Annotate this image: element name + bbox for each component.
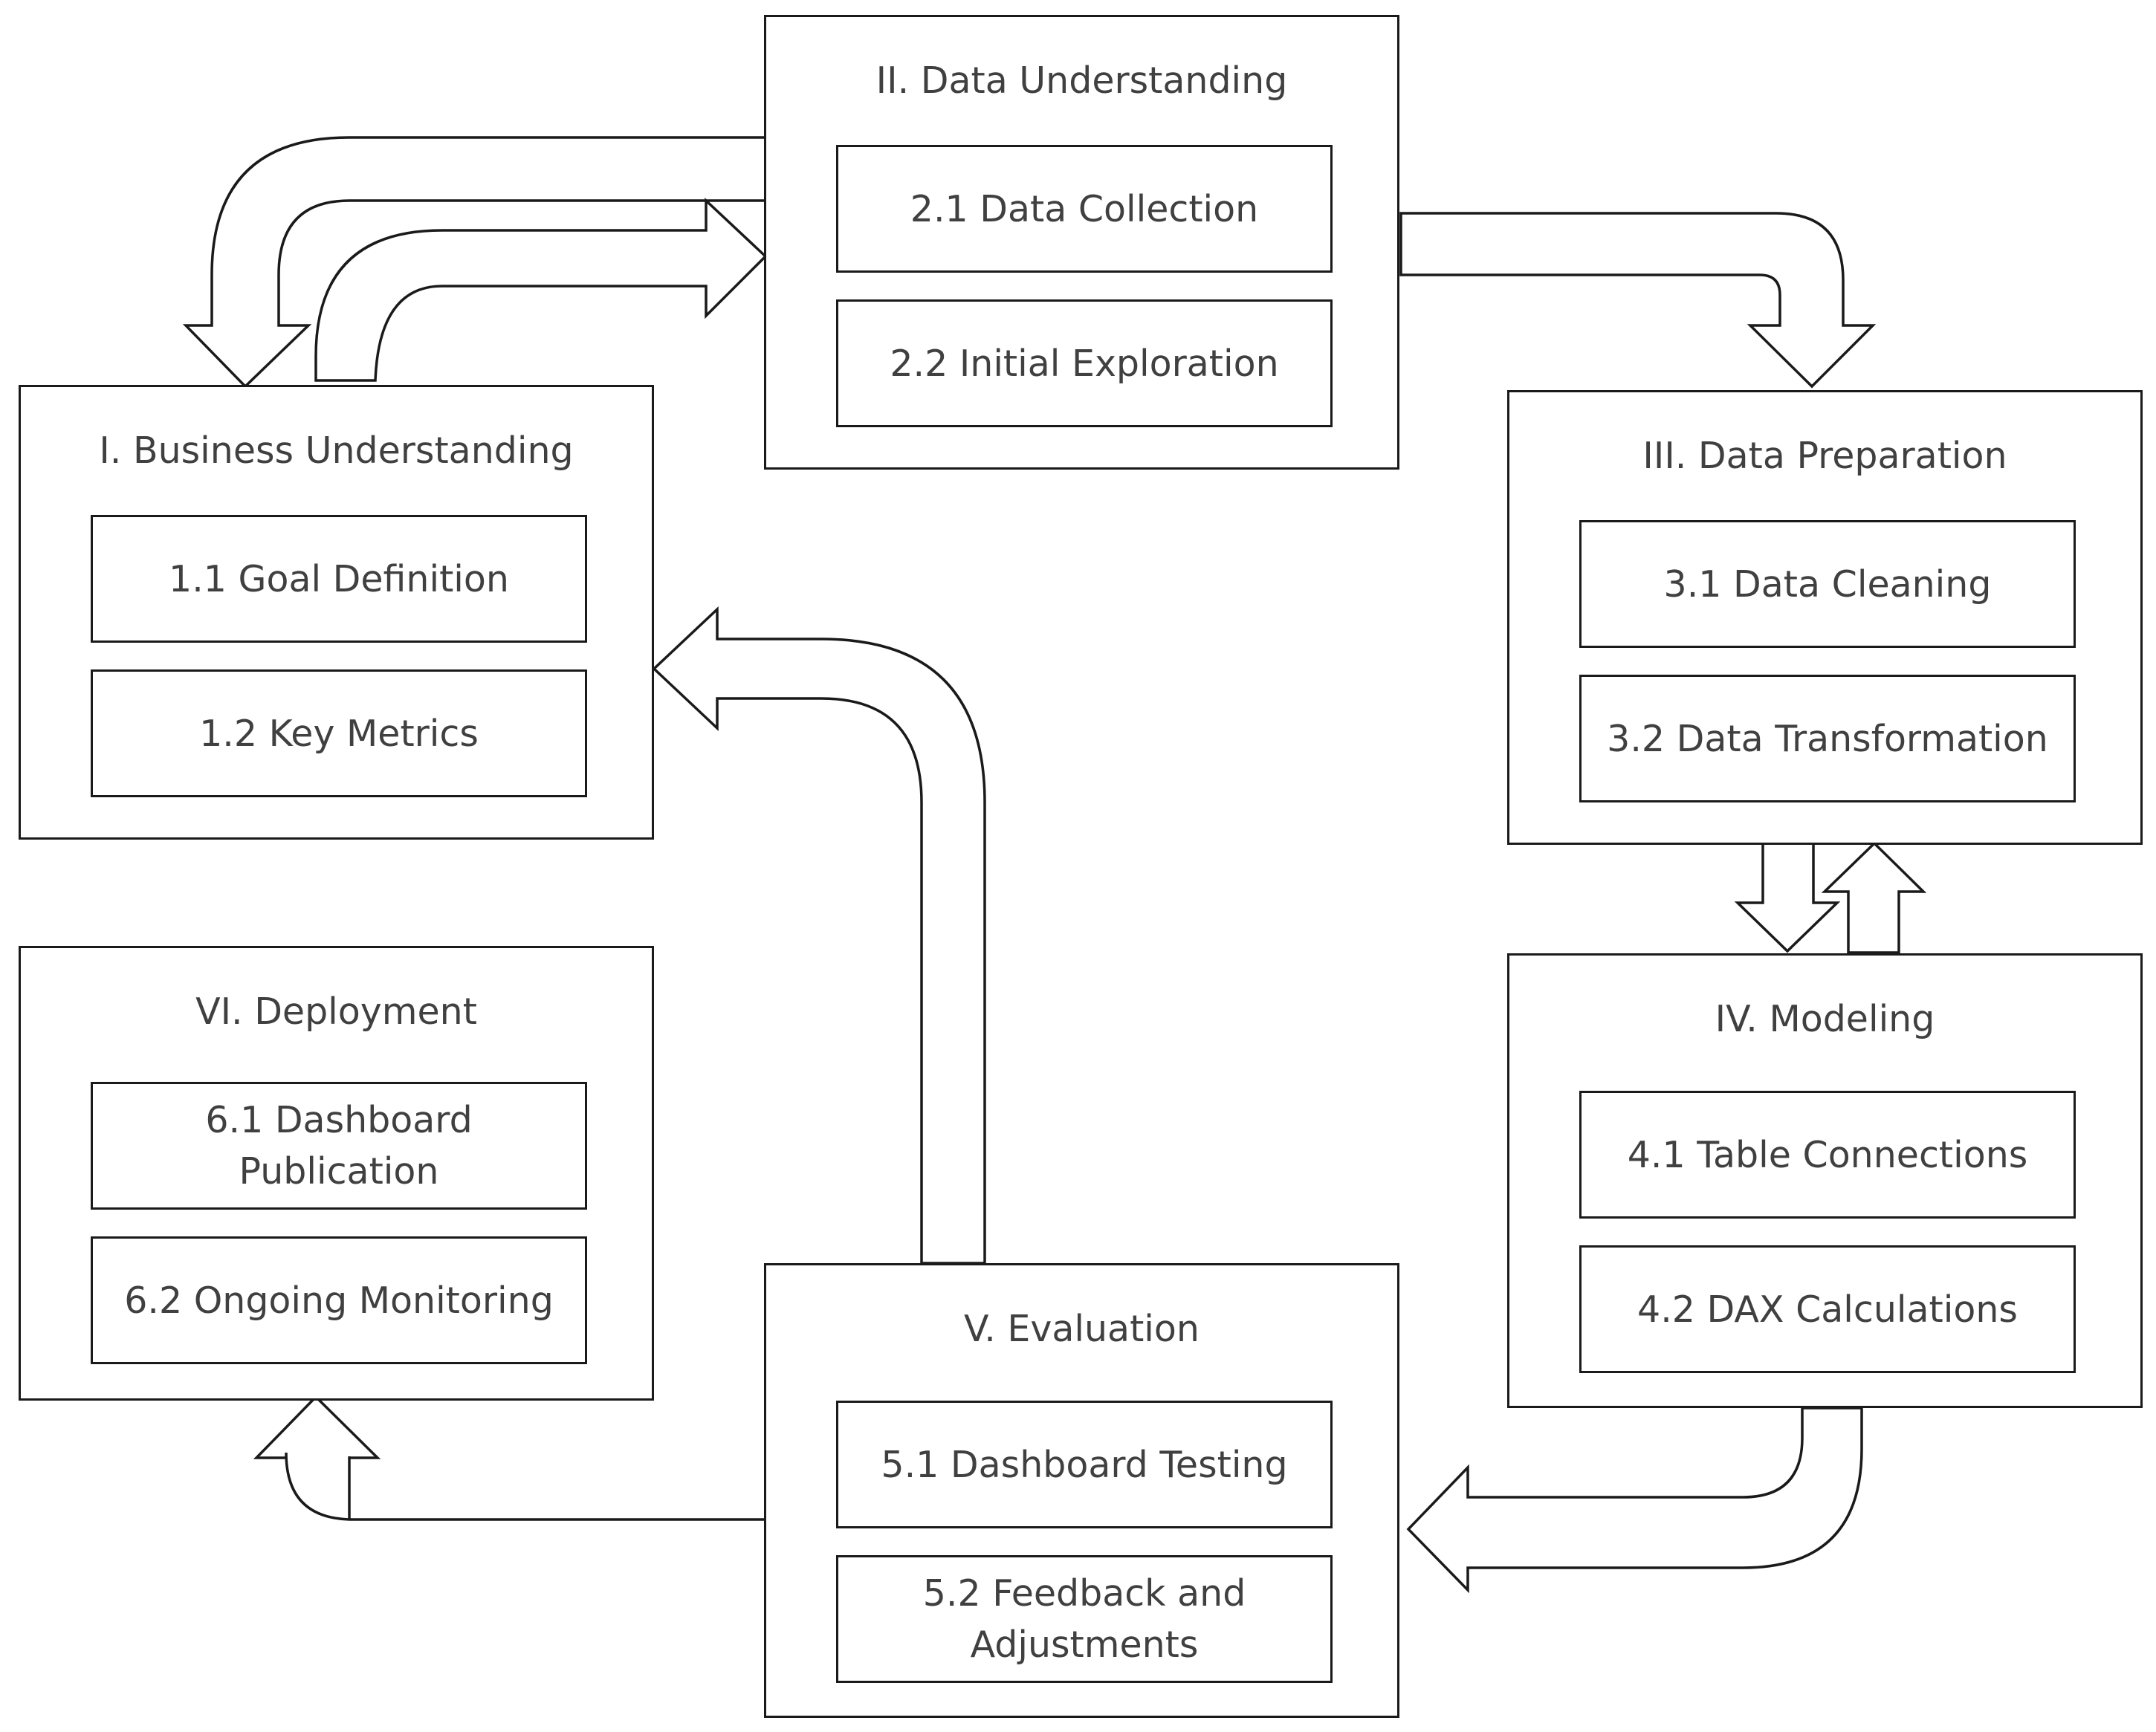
arrow-business-understanding-to-data-understanding [314,197,768,382]
phase-deployment: VI. Deployment 6.1 Dashboard Publication… [19,946,654,1401]
phase-title: V. Evaluation [964,1308,1200,1350]
step-feedback-and-adjustments: 5.2 Feedback and Adjustments [836,1555,1333,1683]
arrow-evaluation-to-business-understanding [652,606,986,1265]
step-key-metrics: 1.2 Key Metrics [91,669,587,797]
step-data-cleaning: 3.1 Data Cleaning [1579,520,2076,648]
phase-data-preparation: III. Data Preparation 3.1 Data Cleaning … [1507,390,2143,845]
step-table-connections: 4.1 Table Connections [1579,1091,2076,1219]
step-goal-definition: 1.1 Goal Definition [91,515,587,643]
arrow-data-understanding-to-business-understanding [182,136,767,389]
step-initial-exploration: 2.2 Initial Exploration [836,299,1333,427]
arrow-evaluation-to-deployment [253,1395,765,1521]
phase-data-understanding: II. Data Understanding 2.1 Data Collecti… [764,15,1399,470]
phase-title: IV. Modeling [1715,998,1935,1040]
phase-title: III. Data Preparation [1642,435,2007,477]
arrow-modeling-to-preparation [1821,841,1927,954]
step-dashboard-publication: 6.1 Dashboard Publication [91,1082,587,1210]
step-dashboard-testing: 5.1 Dashboard Testing [836,1401,1333,1528]
phase-title: VI. Deployment [195,990,477,1033]
phase-evaluation: V. Evaluation 5.1 Dashboard Testing 5.2 … [764,1263,1399,1718]
phase-modeling: IV. Modeling 4.1 Table Connections 4.2 D… [1507,953,2143,1408]
step-dax-calculations: 4.2 DAX Calculations [1579,1245,2076,1373]
arrow-preparation-to-modeling [1734,842,1841,953]
phase-business-understanding: I. Business Understanding 1.1 Goal Defin… [19,385,654,840]
arrow-data-understanding-to-preparation [1399,212,1877,389]
phase-title: II. Data Understanding [875,59,1288,102]
step-ongoing-monitoring: 6.2 Ongoing Monitoring [91,1236,587,1364]
arrow-modeling-to-evaluation [1406,1407,1863,1594]
phase-title: I. Business Understanding [99,429,574,472]
step-data-collection: 2.1 Data Collection [836,145,1333,273]
step-data-transformation: 3.2 Data Transformation [1579,675,2076,802]
